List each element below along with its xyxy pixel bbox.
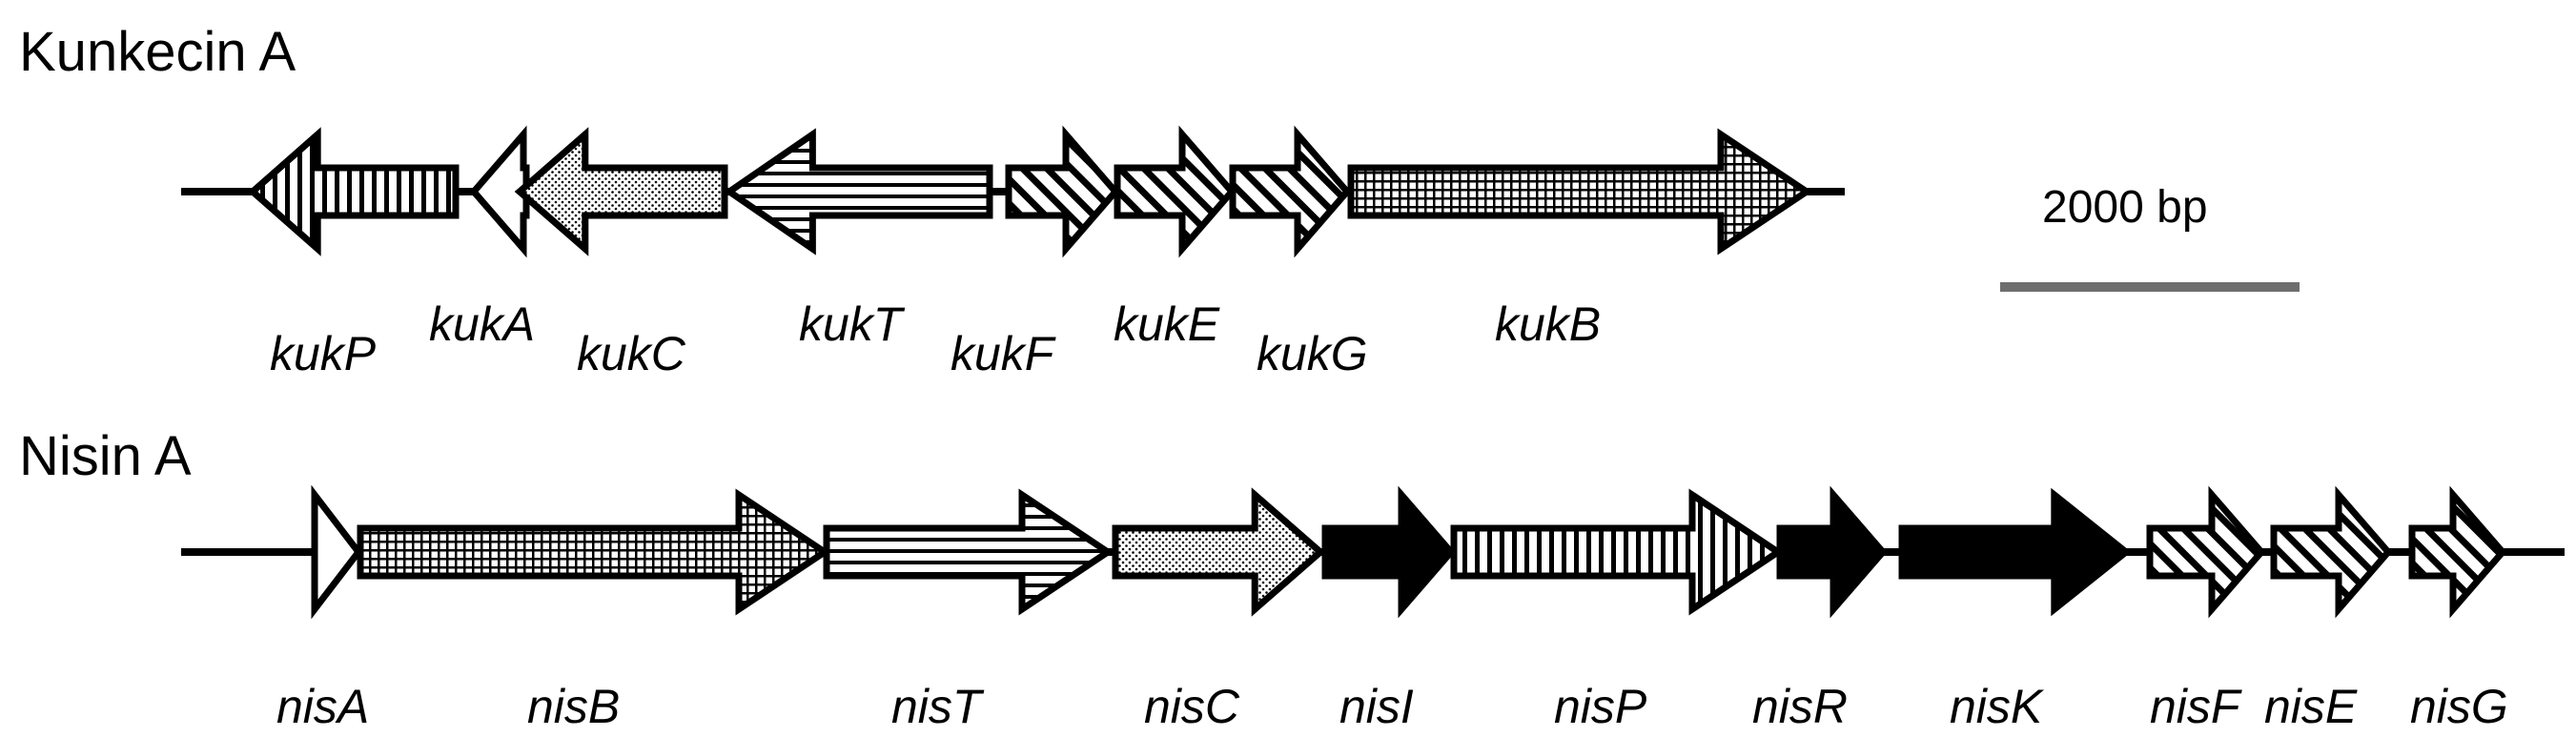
gene-label-kukf: kukF	[951, 327, 1056, 380]
gene-arrow-kukb	[1347, 128, 1813, 256]
gene-arrow-nisr	[1776, 485, 1888, 619]
gene-arrow-kukt	[723, 128, 993, 256]
gene-label-kukc: kukC	[577, 327, 686, 380]
gene-track	[247, 125, 1813, 258]
gene-label-kuke: kukE	[1114, 297, 1220, 351]
gene-label-nisg: nisG	[2410, 680, 2508, 732]
gene-arrow-nisk	[1898, 487, 2132, 617]
cluster-kunkecin-a: Kunkecin A kukP kukA kukC kukT kukF kukE…	[19, 21, 1845, 380]
gene-label-nisp: nisP	[1554, 680, 1647, 732]
gene-arrow-kukc	[514, 127, 728, 256]
gene-arrow-kukg	[1229, 125, 1352, 258]
gene-label-nisi: nisI	[1339, 680, 1414, 732]
gene-arrow-nisa	[311, 484, 363, 620]
gene-arrow-nise	[2270, 485, 2393, 619]
cluster-title: Kunkecin A	[19, 21, 296, 83]
gene-label-nisb: nisB	[527, 680, 620, 732]
gene-labels: kukP kukA kukC kukT kukF kukE kukG kukB	[270, 297, 1601, 380]
cluster-nisin-a: Nisin A nisA nisB nisT nisC nisI nisP ni…	[19, 425, 2565, 733]
gene-arrow-nist	[823, 488, 1114, 616]
gene-arrow-kuke	[1114, 125, 1237, 258]
gene-label-nisr: nisR	[1752, 680, 1848, 732]
gene-label-nisf: nisF	[2150, 680, 2242, 732]
gene-track	[311, 484, 2507, 620]
gene-label-kukb: kukB	[1495, 297, 1601, 351]
gene-arrow-nisi	[1321, 485, 1456, 619]
gene-label-nist: nisT	[891, 680, 985, 732]
gene-labels: nisA nisB nisT nisC nisI nisP nisR nisK …	[276, 680, 2508, 733]
gene-label-kukt: kukT	[799, 297, 906, 351]
gene-label-nisc: nisC	[1144, 680, 1240, 732]
scale-bar: 2000 bp	[2000, 182, 2300, 292]
gene-label-kuka: kukA	[429, 297, 535, 351]
gene-arrow-kukf	[1005, 125, 1120, 258]
gene-arrow-nisc	[1112, 487, 1326, 617]
cluster-title: Nisin A	[19, 425, 192, 487]
scale-bar-label: 2000 bp	[2042, 182, 2208, 233]
gene-arrow-nisf	[2146, 485, 2266, 619]
gene-label-kukg: kukG	[1257, 327, 1368, 380]
gene-label-nise: nisE	[2264, 680, 2358, 732]
gene-arrow-kuka	[469, 125, 530, 258]
gene-label-nisk: nisK	[1950, 680, 2045, 732]
gene-arrow-kukp	[247, 127, 460, 256]
gene-arrow-nisp	[1450, 488, 1785, 616]
gene-arrow-nisg	[2408, 485, 2507, 619]
gene-arrow-nisb	[357, 488, 831, 616]
gene-label-kukp: kukP	[270, 327, 377, 380]
gene-label-nisa: nisA	[276, 680, 369, 732]
